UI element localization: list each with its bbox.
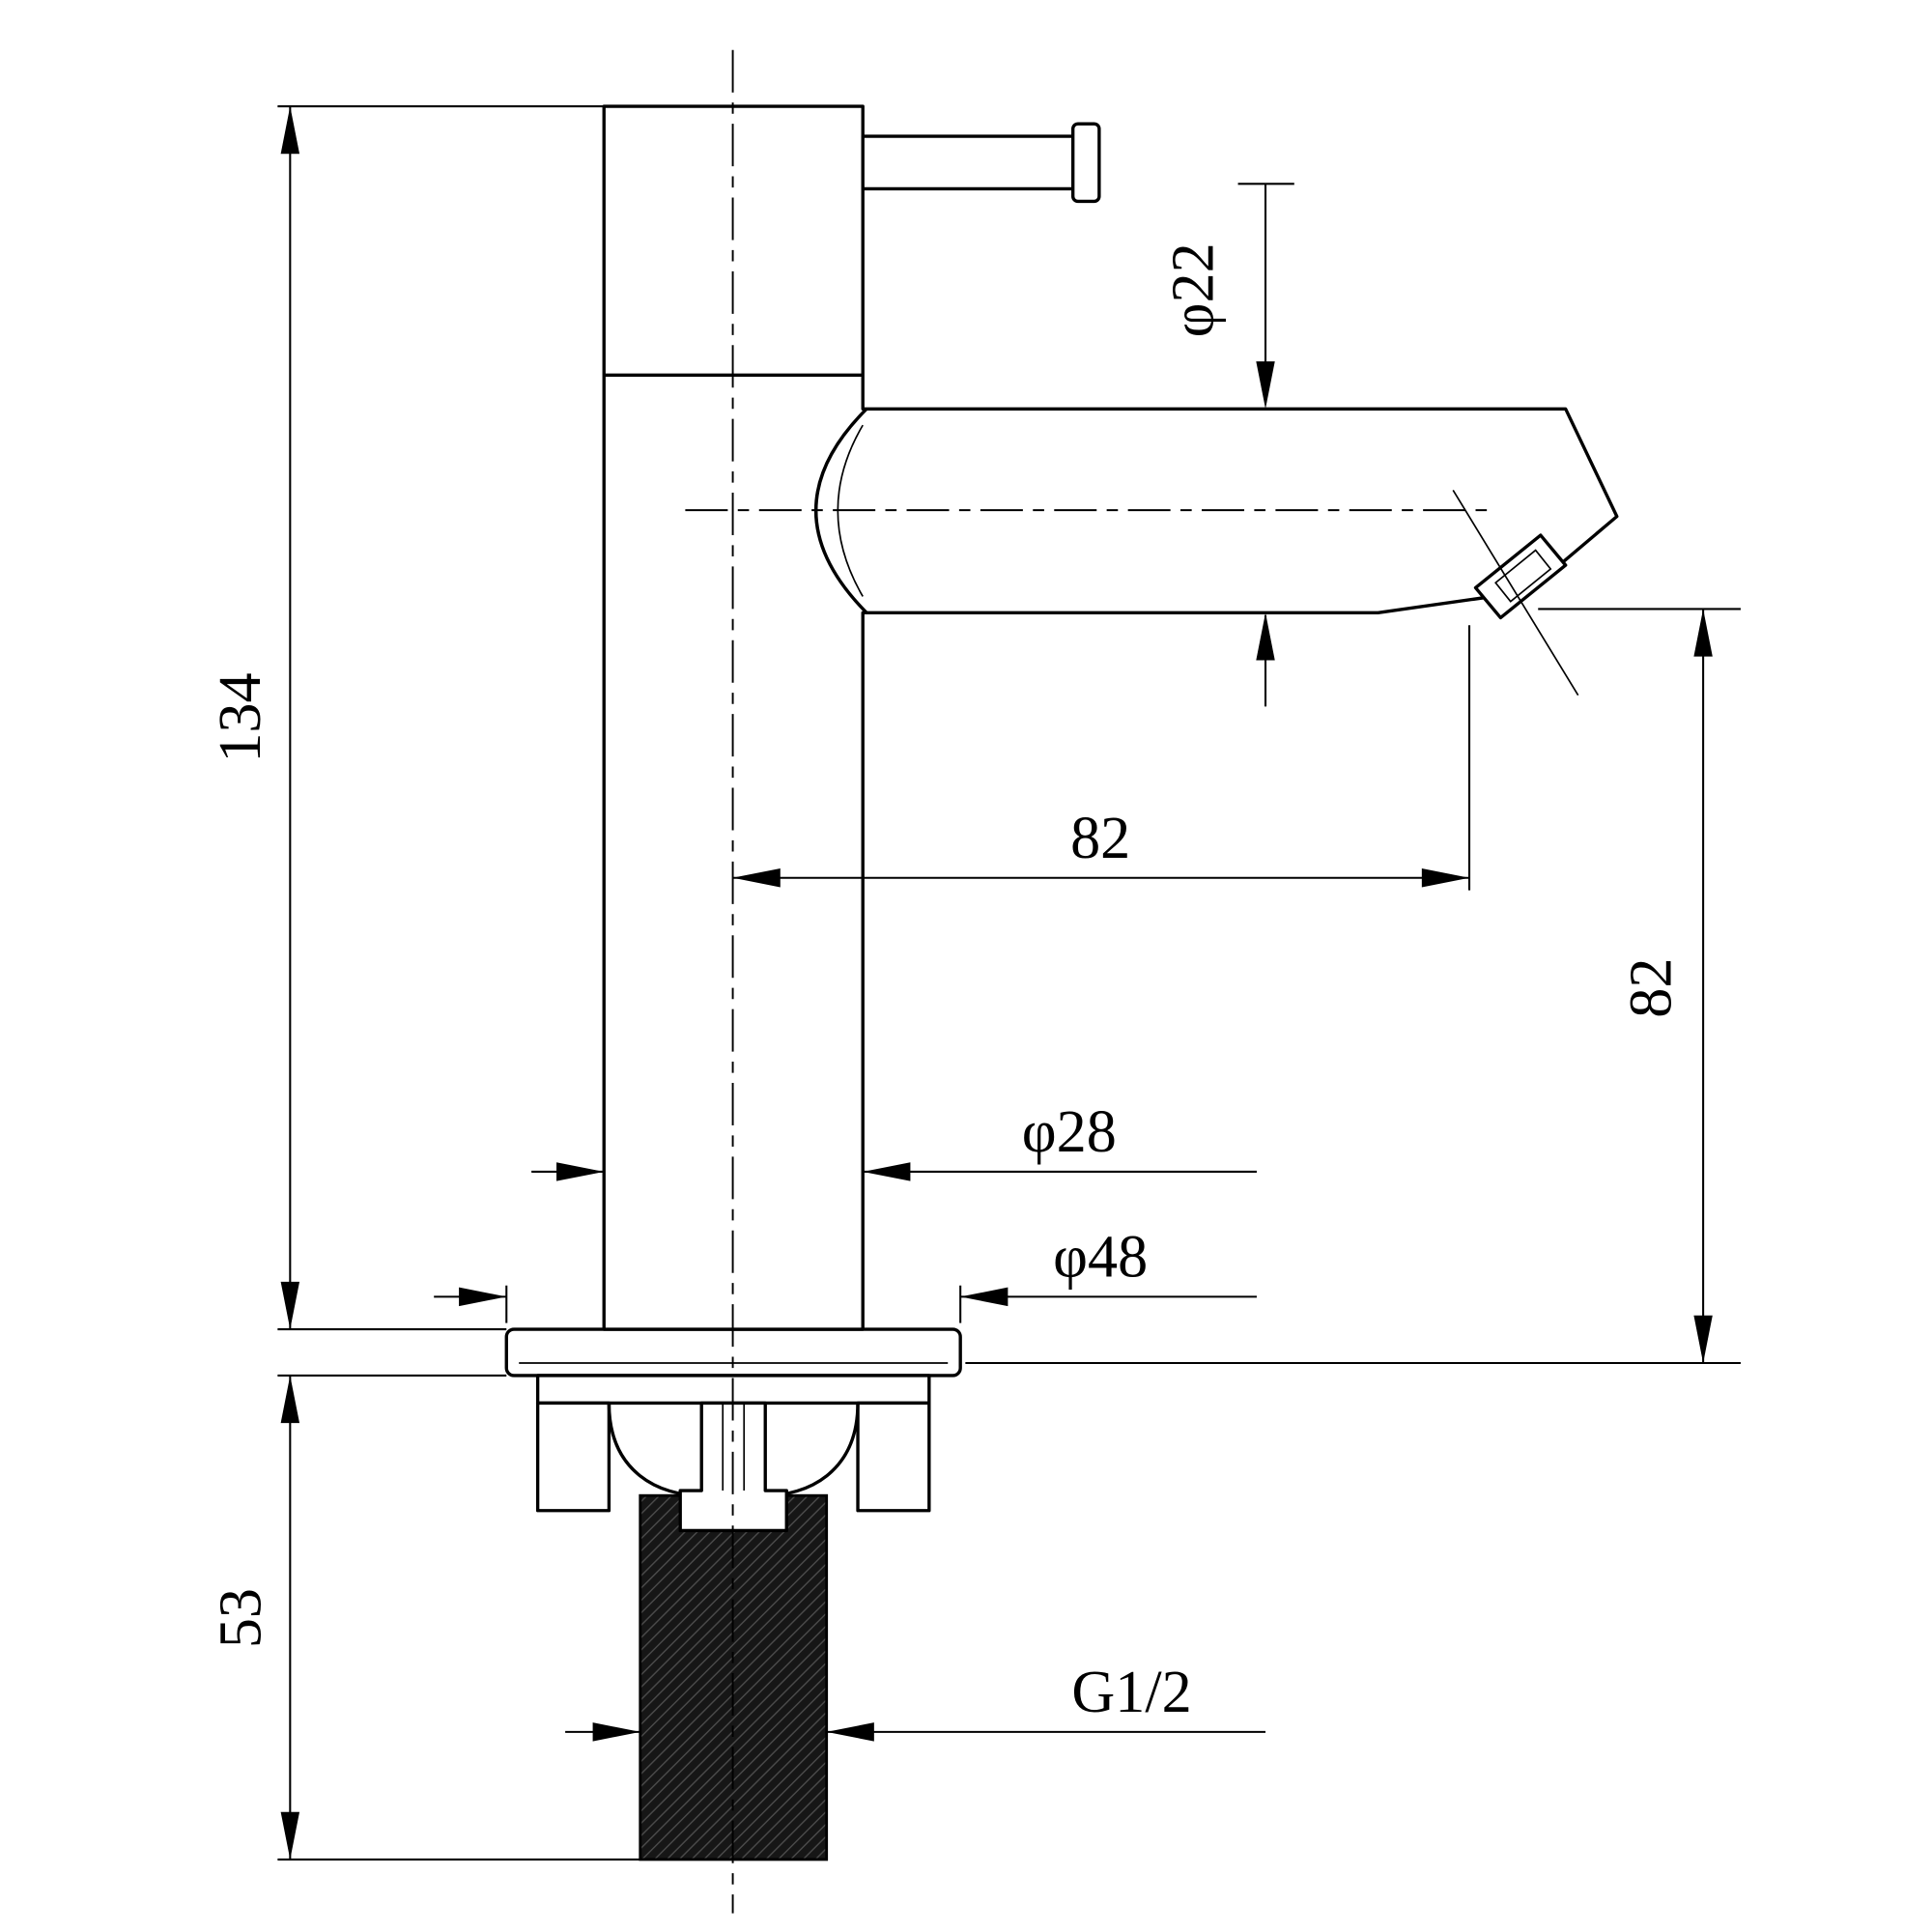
arrowhead-up	[1256, 612, 1275, 661]
arrowhead-right	[592, 1722, 640, 1742]
dim-label-53: 53	[208, 1588, 273, 1648]
arrowhead-right	[1421, 868, 1470, 888]
dim-spout-height: 82	[965, 608, 1741, 1365]
dim-body-diameter: φ28	[531, 1099, 1257, 1181]
arrowhead-up	[280, 1375, 300, 1424]
arrowhead-down	[1256, 361, 1275, 410]
aerator-inner	[1494, 549, 1552, 603]
dim-label-82-reach: 82	[1070, 806, 1130, 871]
arrowhead-down	[280, 1281, 300, 1330]
locknut-ear-right	[856, 1401, 931, 1513]
arrowhead-left	[732, 868, 781, 888]
arrowhead-left	[826, 1722, 874, 1742]
dim-label-phi48: φ48	[1053, 1225, 1148, 1291]
handle-knob	[1070, 122, 1101, 204]
dim-base-diameter: φ48	[434, 1225, 1257, 1323]
dim-label-g12: G1/2	[1071, 1660, 1191, 1725]
dim-label-phi28: φ28	[1022, 1099, 1117, 1165]
dim-spout-diameter: φ22	[1161, 183, 1294, 707]
dim-spout-reach: 82	[732, 625, 1471, 891]
dim-label-134: 134	[208, 672, 273, 762]
spout-face-edge-line	[1452, 490, 1579, 696]
arrowhead-down	[1693, 1315, 1713, 1364]
arrowhead-up	[1693, 609, 1713, 657]
dim-body-height: 134	[208, 104, 605, 1331]
dim-thread-size: G1/2	[565, 1660, 1266, 1742]
saddle-arc-left	[607, 1403, 702, 1497]
arrowhead-up	[280, 106, 300, 155]
dim-label-phi22: φ22	[1161, 242, 1227, 337]
saddle-arc-right	[765, 1403, 860, 1497]
aerator-outer	[1473, 533, 1568, 620]
locknut-ear-left	[535, 1401, 611, 1513]
arrowhead-down	[280, 1811, 300, 1860]
dim-label-82-height: 82	[1618, 958, 1684, 1018]
arrowhead-right	[459, 1287, 507, 1307]
arrowhead-left	[863, 1162, 911, 1181]
faucet-outline	[602, 104, 1619, 1331]
handle-lever	[861, 134, 1077, 191]
arrowhead-left	[960, 1287, 1009, 1307]
arrowhead-right	[556, 1162, 605, 1181]
dim-thread-length: 53	[208, 1374, 640, 1861]
